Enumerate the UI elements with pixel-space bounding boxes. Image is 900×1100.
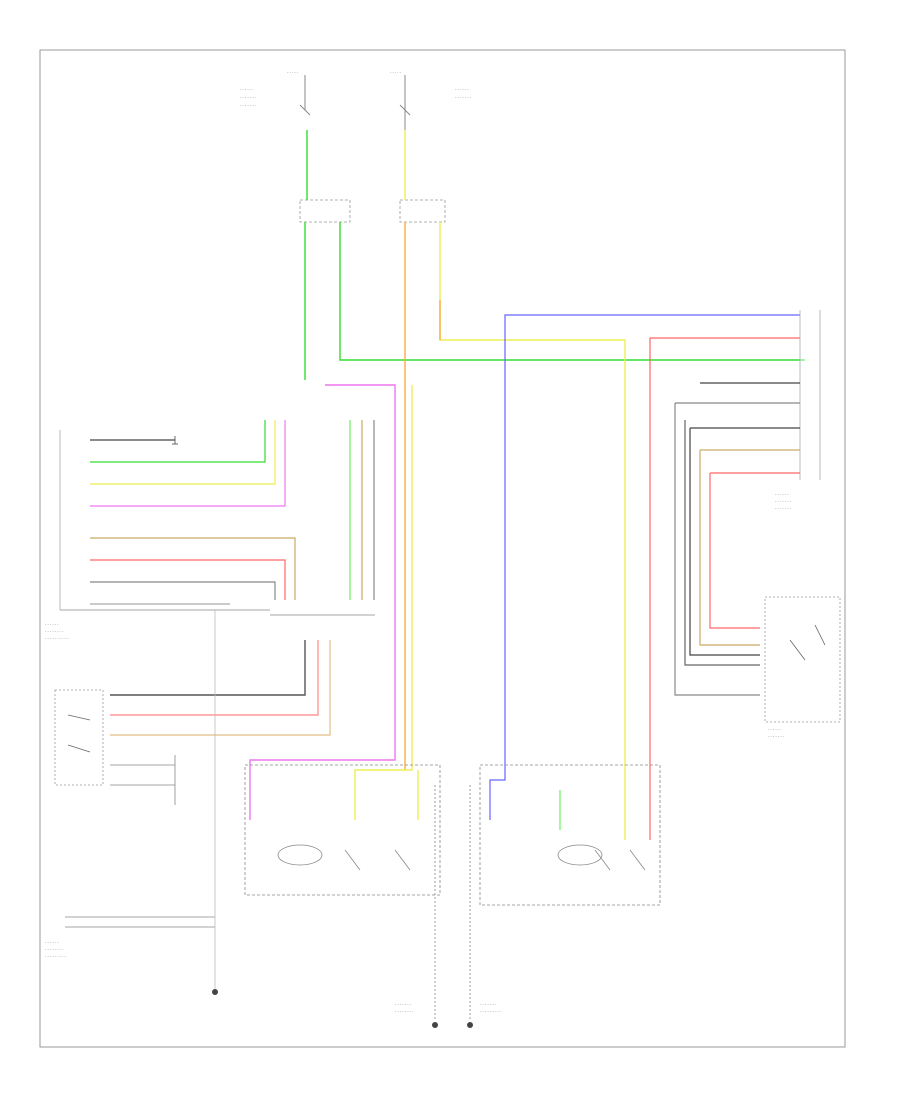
svg-text:- - - - - - -: - - - - - - - [395, 1001, 412, 1006]
wire-yellow-second [354, 385, 419, 820]
wire-yellow-main [404, 130, 626, 840]
svg-text:- - - - - -: - - - - - - [240, 86, 254, 91]
svg-text:- - - - - -: - - - - - - [45, 939, 59, 944]
svg-text:- - - - - - -: - - - - - - - [240, 94, 257, 99]
left-connector-wires [90, 420, 296, 605]
left-seat-heater-assembly [244, 764, 441, 896]
left-connector-block: - - - - - - - - - - - - - - - - - - - - … [45, 430, 270, 640]
svg-text:- - - - -: - - - - - [390, 69, 402, 74]
svg-text:- - - - - - - - -: - - - - - - - - - [45, 953, 67, 958]
fuse-left-top: - - - - - - - - - - - - - - - - - - - - … [240, 69, 311, 116]
diagram-frame [39, 49, 846, 1048]
right-seat-switch: - - - - - - - - - - - - - [764, 596, 841, 738]
left-seat-switch [54, 689, 176, 805]
lower-left-wires [110, 640, 331, 736]
bottom-center-connectors: - - - - - - - - - - - - - - - - - - - - … [395, 785, 502, 1028]
svg-text:- - - - - -: - - - - - - [45, 621, 59, 626]
svg-text:- - - - - - - -: - - - - - - - - [45, 628, 64, 633]
svg-text:- - - - -: - - - - - [287, 69, 299, 74]
junction-connector-right [399, 199, 446, 223]
wire-light-green-right [559, 359, 805, 830]
svg-text:- - - - - - -: - - - - - - - [240, 102, 257, 107]
svg-text:- - - - - -: - - - - - - [768, 726, 782, 731]
svg-text:- - - - - -: - - - - - - [775, 491, 789, 496]
svg-text:- - - - - -: - - - - - - [455, 86, 469, 91]
wire-pink-main [249, 384, 396, 820]
right-connector-wires [674, 382, 800, 696]
right-connector-block: - - - - - - - - - - - - - - - - - - - - [775, 310, 821, 510]
wire-blue [489, 314, 800, 820]
svg-text:- - - - - - - -: - - - - - - - - [395, 1008, 414, 1013]
svg-text:- - - - - - -: - - - - - - - [455, 94, 472, 99]
center-connector-group [270, 420, 375, 616]
svg-text:- - - - - - -: - - - - - - - [768, 733, 785, 738]
bottom-left-connector: - - - - - - - - - - - - - - - - - - - - … [45, 610, 218, 995]
svg-text:- - - - - - -: - - - - - - - [775, 498, 792, 503]
ground-icon [172, 436, 178, 445]
wire-red-right [649, 337, 800, 840]
svg-text:- - - - - - -: - - - - - - - [775, 505, 792, 510]
svg-text:- - - - - - -: - - - - - - - [480, 1001, 497, 1006]
wire-green-main [304, 130, 800, 380]
svg-text:- - - - - - - -: - - - - - - - - [45, 946, 64, 951]
fuse-right-top: - - - - - - - - - - - - - - - - - - [390, 69, 472, 130]
wire-orange-main [404, 222, 441, 770]
svg-text:- - - - - - - - -: - - - - - - - - - [480, 1008, 502, 1013]
svg-text:- - - - - - - - - -: - - - - - - - - - - [45, 635, 69, 640]
right-seat-heater-assembly [479, 764, 661, 906]
junction-connector-left [299, 199, 351, 223]
